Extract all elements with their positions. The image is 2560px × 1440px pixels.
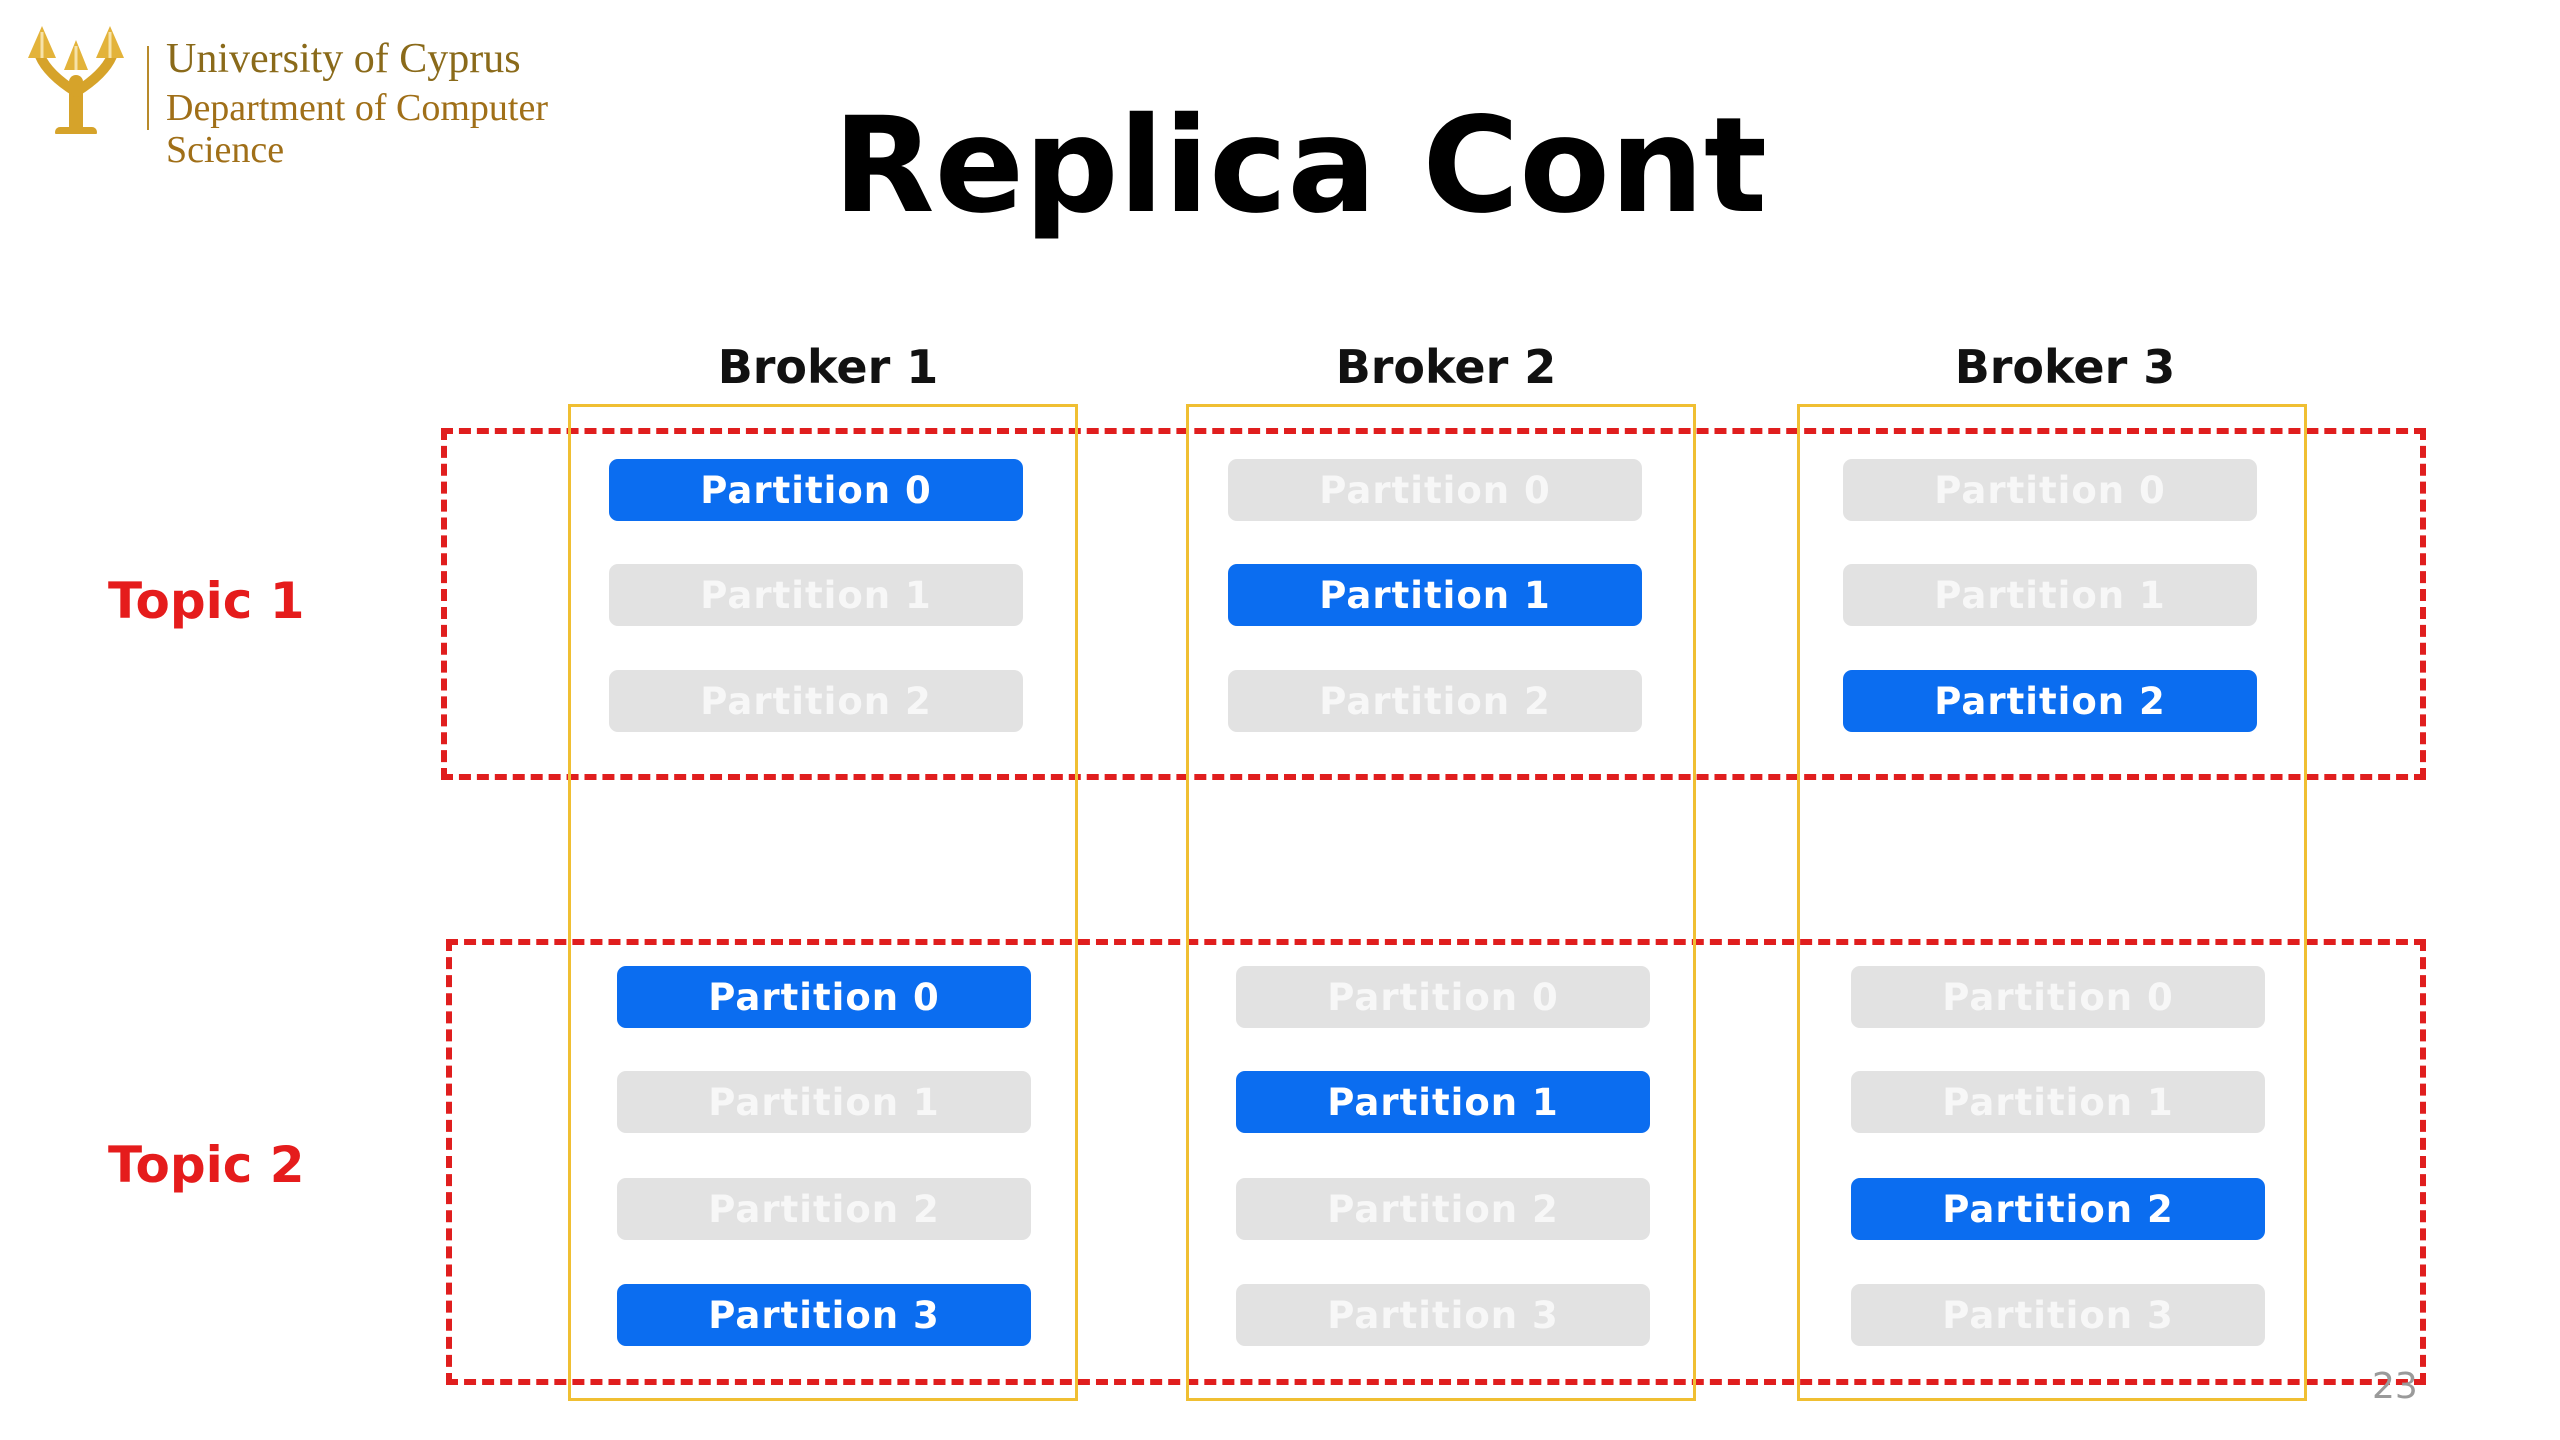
- broker-header-1: Broker 1: [717, 340, 939, 394]
- broker-header-2: Broker 2: [1335, 340, 1557, 394]
- partition-topic1-broker1-p0: Partition 0: [609, 459, 1023, 521]
- partition-topic1-broker1-p2: Partition 2: [609, 670, 1023, 732]
- partition-topic2-broker1-p2: Partition 2: [617, 1178, 1031, 1240]
- partition-topic2-broker3-p3: Partition 3: [1851, 1284, 2265, 1346]
- slide-number: 23: [2372, 1366, 2418, 1407]
- topic-box-1: [441, 428, 2426, 780]
- partition-topic2-broker2-p2: Partition 2: [1236, 1178, 1650, 1240]
- logo-university-name: University of Cyprus: [166, 36, 521, 82]
- partition-topic1-broker3-p1: Partition 1: [1843, 564, 2257, 626]
- partition-topic2-broker3-p2: Partition 2: [1851, 1178, 2265, 1240]
- partition-topic2-broker3-p0: Partition 0: [1851, 966, 2265, 1028]
- logo-text: University of Cyprus Department of Compu…: [166, 36, 586, 172]
- partition-topic1-broker2-p1: Partition 1: [1228, 564, 1642, 626]
- broker-column-1: [568, 404, 1078, 1401]
- logo-divider: [147, 46, 149, 130]
- broker-column-2: [1186, 404, 1696, 1401]
- broker-column-3: [1797, 404, 2307, 1401]
- partition-topic2-broker1-p3: Partition 3: [617, 1284, 1031, 1346]
- partition-topic1-broker1-p1: Partition 1: [609, 564, 1023, 626]
- partition-topic1-broker3-p2: Partition 2: [1843, 670, 2257, 732]
- topic-label-2: Topic 2: [108, 1136, 305, 1194]
- broker-header-3: Broker 3: [1954, 340, 2176, 394]
- slide-title: Replica Cont: [832, 89, 1768, 243]
- partition-topic2-broker1-p1: Partition 1: [617, 1071, 1031, 1133]
- partition-topic2-broker2-p3: Partition 3: [1236, 1284, 1650, 1346]
- topic-box-2: [446, 939, 2426, 1385]
- partition-topic1-broker2-p0: Partition 0: [1228, 459, 1642, 521]
- university-crest-icon: [28, 26, 124, 134]
- topic-label-1: Topic 1: [108, 572, 305, 630]
- partition-topic2-broker2-p1: Partition 1: [1236, 1071, 1650, 1133]
- partition-topic1-broker2-p2: Partition 2: [1228, 670, 1642, 732]
- university-logo: University of Cyprus Department of Compu…: [20, 22, 580, 192]
- partition-topic2-broker1-p0: Partition 0: [617, 966, 1031, 1028]
- partition-topic2-broker3-p1: Partition 1: [1851, 1071, 2265, 1133]
- logo-department-name: Department of Computer Science: [166, 87, 549, 171]
- partition-topic1-broker3-p0: Partition 0: [1843, 459, 2257, 521]
- partition-topic2-broker2-p0: Partition 0: [1236, 966, 1650, 1028]
